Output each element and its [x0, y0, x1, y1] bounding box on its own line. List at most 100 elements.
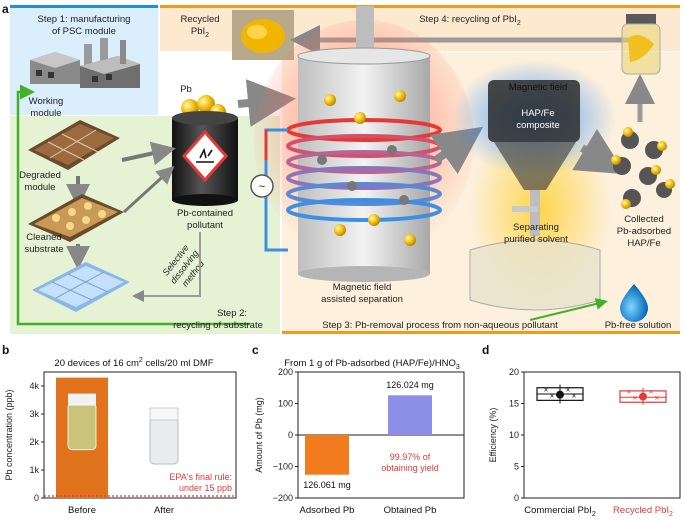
- bar-adsorbed: [305, 435, 349, 475]
- magnetic-separation-label: Magnetic field: [333, 282, 392, 293]
- collected-particles: [611, 127, 675, 209]
- collected-label-line2: Pb-adsorbed: [617, 226, 671, 237]
- data-point-marker: ×: [572, 392, 577, 401]
- pb-pollutant-label: Pb-contained: [177, 208, 233, 219]
- arrow-magnet-to-collected: [572, 128, 626, 175]
- panel-c-xlabels: Adsorbed Pb Obtained Pb: [300, 505, 437, 516]
- degraded-module-label: Degraded: [19, 170, 61, 181]
- y-tick-label: 100: [278, 399, 293, 409]
- y-tick-label: 0: [514, 493, 519, 503]
- step1-title-line2: of PSC module: [52, 26, 116, 37]
- bar-obtained: [388, 395, 432, 435]
- y-tick-label: 1k: [29, 465, 39, 475]
- arrow-degraded-to-drum: [122, 165, 175, 214]
- magnetic-separator: [254, 6, 474, 282]
- y-tick-label: −100: [273, 462, 293, 472]
- arrow-drum-to-substrate: [132, 232, 201, 302]
- panel-a: a Step 1: manufacturing of PSC module St…: [2, 2, 680, 334]
- panel-a-letter: a: [2, 2, 9, 16]
- x-tick-label: Adsorbed Pb: [300, 505, 355, 516]
- panel-b-title: 20 devices of 16 cm2 cells/20 ml DMF: [54, 357, 213, 369]
- working-module-label: Working: [29, 96, 64, 107]
- epa-label: EPA's final rule:: [169, 472, 232, 482]
- hap-fe-label-line2: composite: [516, 120, 559, 131]
- working-module-label-line2: module: [30, 108, 61, 119]
- degraded-module-label-line2: module: [24, 182, 55, 193]
- yield-label: 99.97% of: [390, 452, 431, 462]
- step2-title: Step 2:: [217, 308, 247, 319]
- arrow-working-to-drum: [121, 141, 176, 166]
- panel-b-letter: b: [2, 343, 9, 357]
- x-label-commercial: Commercial PbI2: [524, 505, 596, 518]
- data-point-marker: ×: [649, 388, 654, 397]
- step3-title: Step 3: Pb-removal process from non-aque…: [322, 320, 558, 331]
- substrate-recycle-arrow: [16, 84, 250, 326]
- magnetic-separation-label-line2: assisted separation: [321, 294, 403, 305]
- yield-label-line2: obtaining yield: [381, 463, 439, 473]
- separating-label-line2: purified solvent: [504, 234, 568, 245]
- panel-b-frame: [43, 371, 237, 499]
- panel-c-bars: [305, 395, 432, 475]
- data-point-marker: ×: [550, 392, 555, 401]
- cleaned-substrate-icon: [32, 262, 130, 312]
- data-point-marker: ×: [655, 394, 660, 403]
- panel-d-ylabel: Efficiency (%): [488, 408, 498, 463]
- panel-c-ylabel: Amount of Pb (mg): [254, 397, 264, 473]
- vial-before-icon: [67, 403, 97, 451]
- arrow-to-pb-free: [529, 298, 608, 321]
- data-point-marker: ×: [544, 386, 549, 395]
- y-tick-label: 4k: [29, 381, 39, 391]
- epa-label-line2: under 15 ppb: [179, 483, 232, 493]
- bar-label-adsorbed: 126.061 mg: [303, 480, 351, 490]
- panel-b-xlabels: Before After: [68, 505, 174, 516]
- cleaned-substrate-label-line2: substrate: [24, 244, 63, 255]
- pb-drum-icon: [172, 95, 238, 206]
- step4-title: Step 4: recycling of PbI2: [419, 14, 521, 27]
- panel-b: b 20 devices of 16 cm2 cells/20 ml DMF P…: [2, 343, 237, 516]
- panel-d-letter: d: [482, 343, 489, 357]
- jar-icon: [621, 14, 661, 75]
- y-tick-label: 15: [509, 399, 519, 409]
- y-tick-label: −200: [273, 493, 293, 503]
- vial-cap-icon: [68, 393, 96, 406]
- panel-c: c From 1 g of Pb-adsorbed (HAP/Fe)/HNO3 …: [252, 343, 465, 516]
- bar-label-obtained: 126.024 mg: [386, 380, 434, 390]
- x-tick-label: Obtained Pb: [384, 505, 437, 516]
- recycled-pbi2-label-line2: PbI2: [191, 26, 209, 39]
- panel-c-letter: c: [252, 343, 259, 357]
- y-tick-label: 2k: [29, 437, 39, 447]
- y-tick-label: 3k: [29, 409, 39, 419]
- data-point-marker: ×: [633, 394, 638, 403]
- factory-icon: [30, 38, 140, 88]
- working-module-icon: [28, 120, 120, 170]
- y-tick-label: 20: [509, 367, 519, 377]
- panel-d-boxes: ××××××××: [536, 384, 667, 405]
- x-label-recycled: Recycled PbI2: [613, 505, 673, 518]
- pb-pollutant-label-line2: pollutant: [187, 220, 223, 231]
- box: [619, 390, 667, 403]
- mean-marker: [639, 392, 647, 401]
- y-tick-label: 0: [288, 430, 293, 440]
- step1-title: Step 1: manufacturing: [38, 14, 131, 25]
- magnetic-field-label: Magnetic field: [509, 82, 568, 93]
- panel-b-ylabel: Pb concentration (ppb): [4, 389, 14, 480]
- mean-marker: [556, 390, 564, 399]
- y-tick-label: 5: [514, 462, 519, 472]
- step2-title-line2: recycling of substrate: [173, 320, 263, 331]
- collected-label-line3: HAP/Fe: [627, 238, 660, 249]
- ac-source-icon: [250, 174, 274, 198]
- x-tick-label: After: [154, 505, 174, 516]
- data-point-marker: ×: [627, 388, 632, 397]
- cleaned-substrate-label: Cleaned: [26, 232, 61, 243]
- panel-c-title: From 1 g of Pb-adsorbed (HAP/Fe)/HNO3: [284, 358, 460, 371]
- x-tick-label: Before: [68, 505, 96, 516]
- recycled-pbi2-label: Recycled: [180, 14, 219, 25]
- pb-free-label: Pb-free solution: [605, 320, 672, 331]
- data-point-marker: ×: [566, 386, 571, 395]
- ac-source-symbol: ~: [259, 181, 265, 193]
